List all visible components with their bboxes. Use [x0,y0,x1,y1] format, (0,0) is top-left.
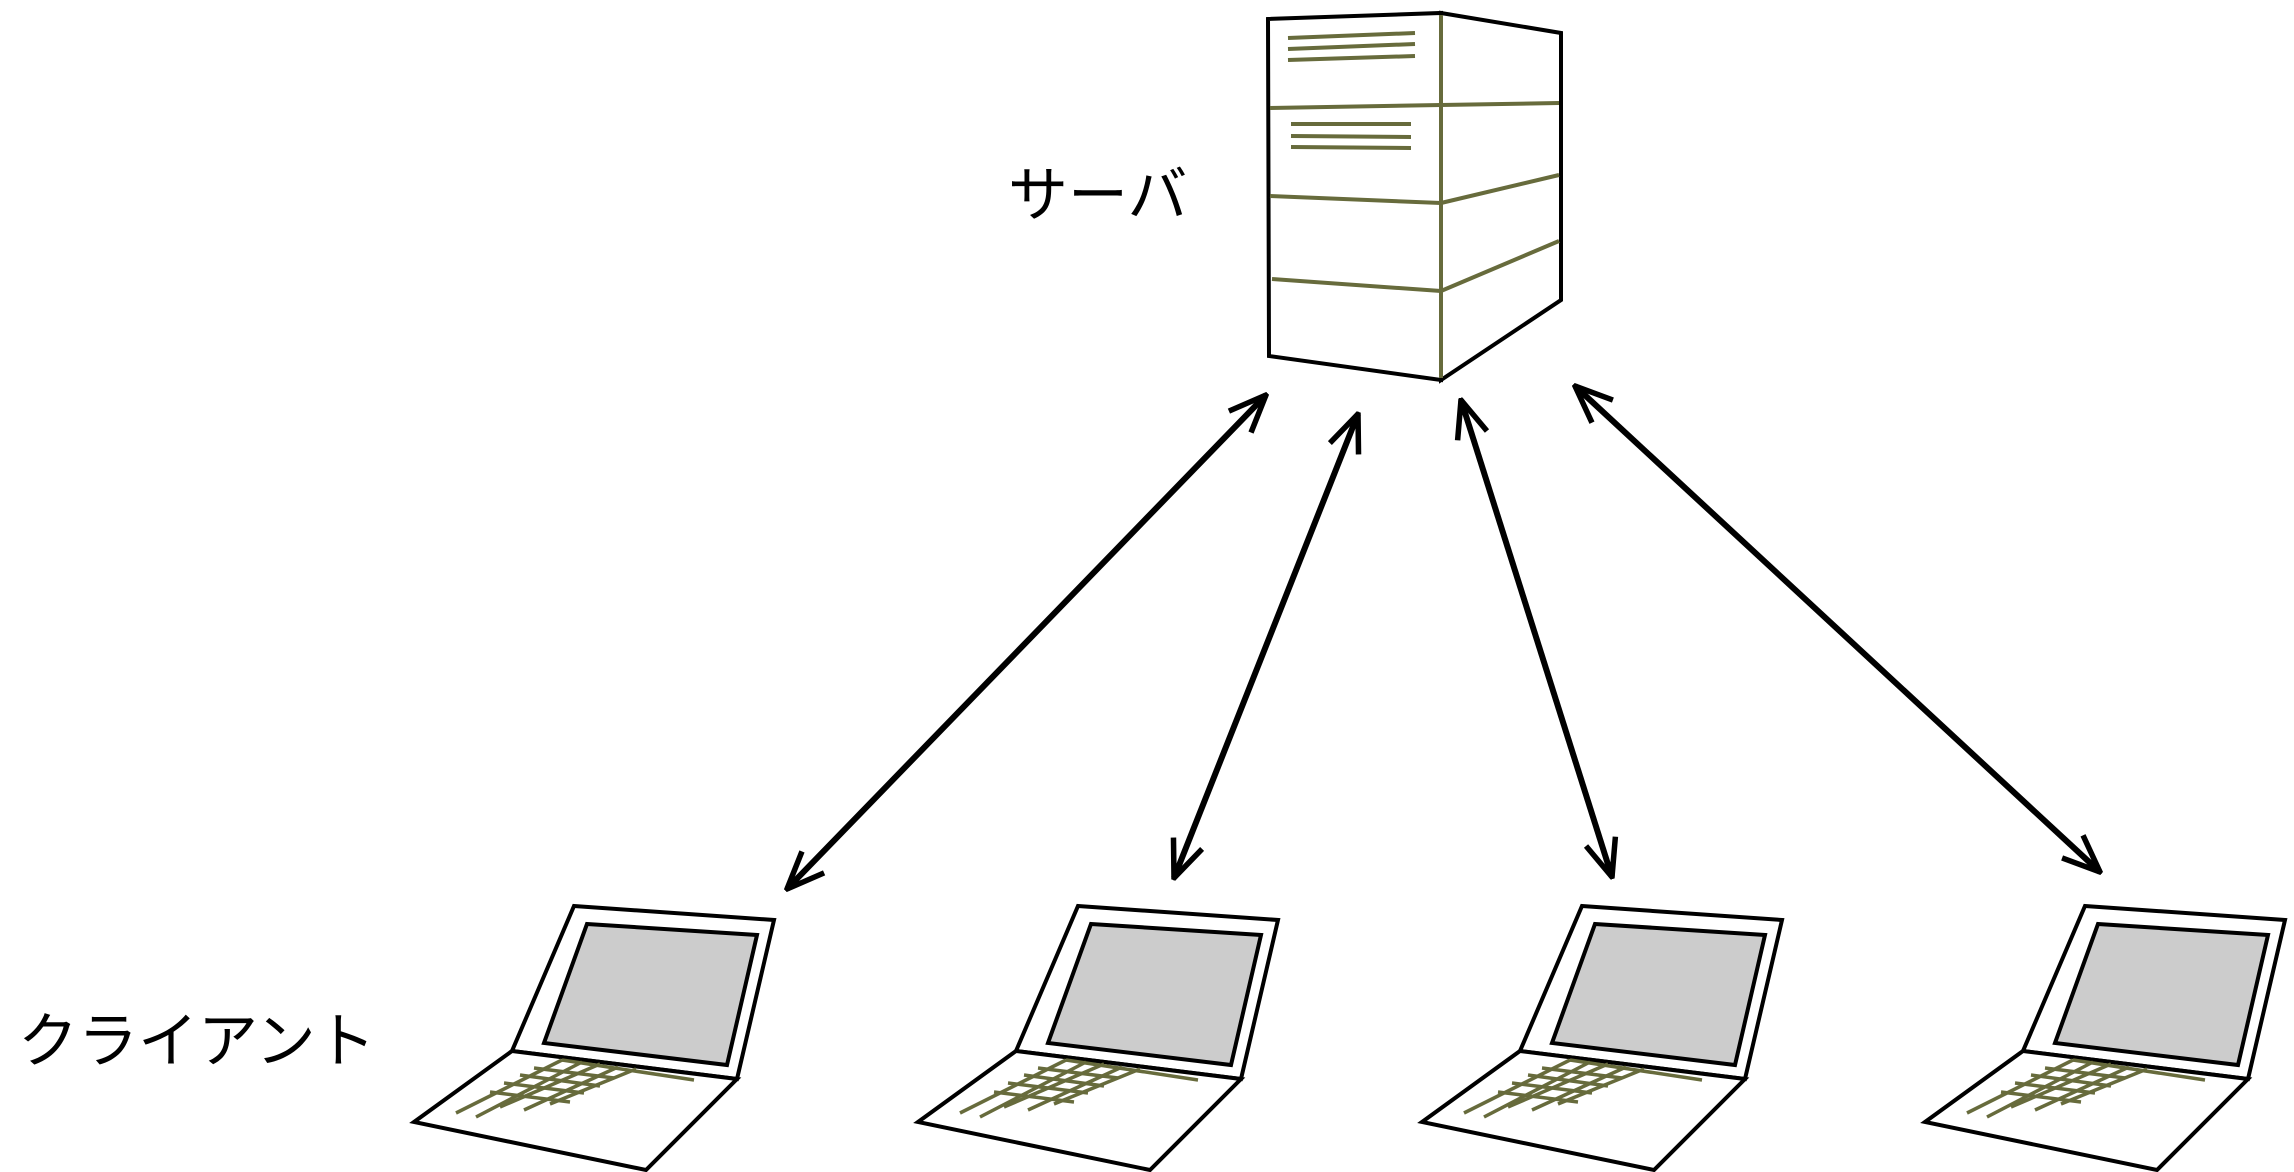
connection-arrow-client-4 [1575,386,2100,872]
laptop-icon [412,904,776,1172]
client-label: クライアント [18,1007,376,1077]
connection-arrow-client-2 [1174,414,1358,878]
connection-arrow-client-3 [1461,400,1612,877]
laptop-icon [1420,904,1784,1172]
server-label: サーバ [1008,161,1188,231]
connection-arrow-client-1 [787,395,1266,889]
connection-arrows [787,386,2100,889]
client-laptops [412,904,2287,1172]
laptop-icon [916,904,1280,1172]
laptop-icon [1923,904,2287,1172]
server-tower-icon [1265,10,1563,384]
